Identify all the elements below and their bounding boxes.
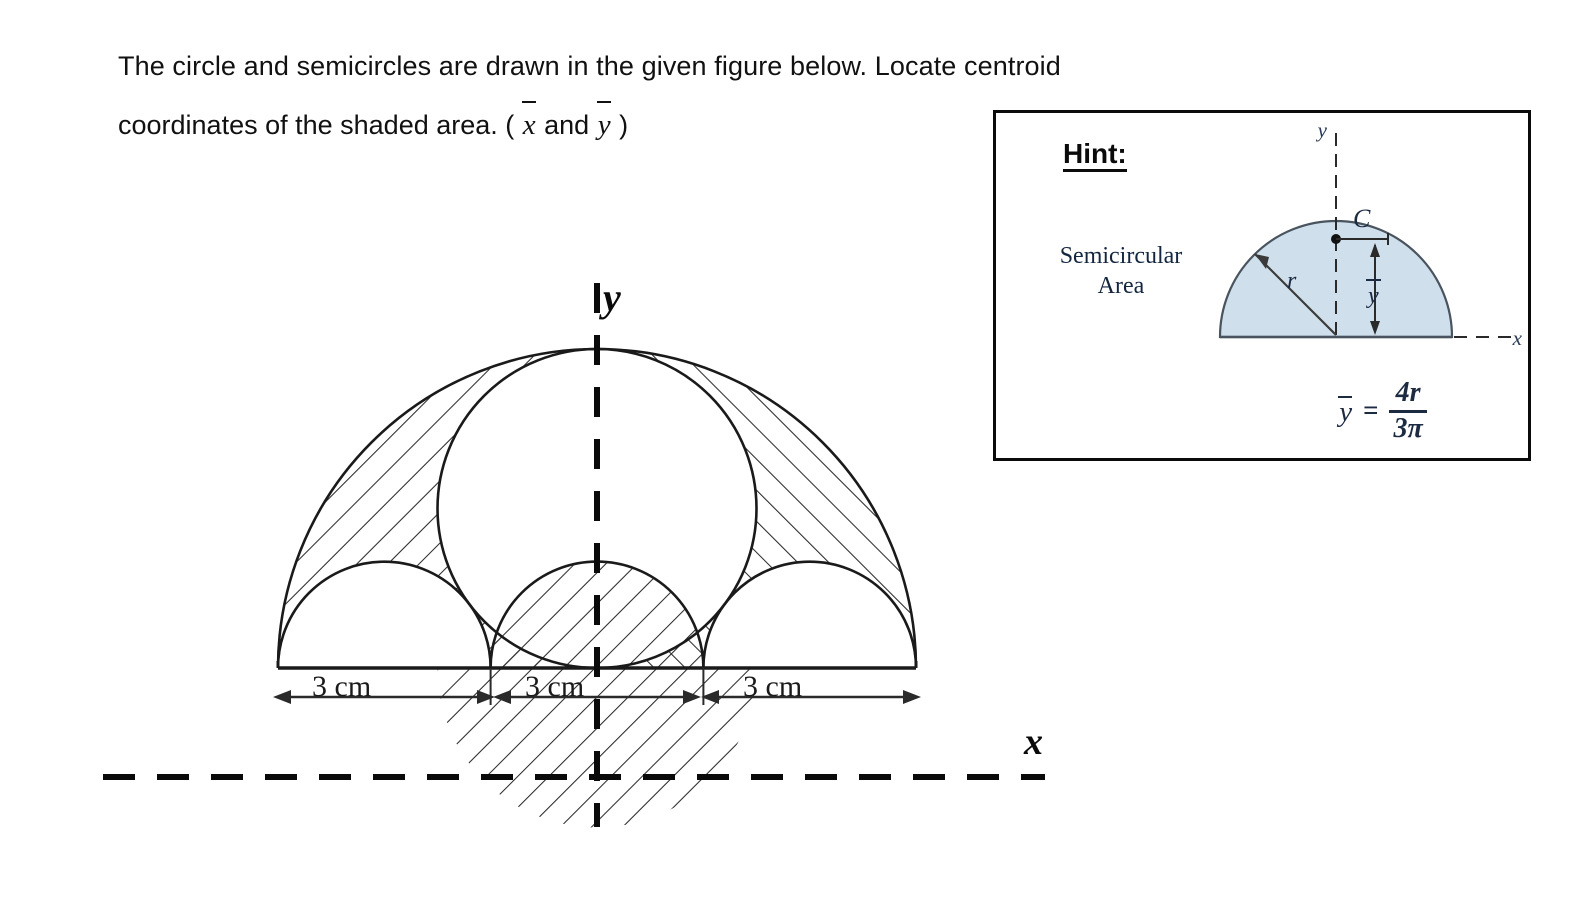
semicircle-shape — [1218, 219, 1454, 339]
formula-fraction: 4r 3π — [1389, 376, 1427, 444]
dimension-label-right: 3 cm — [743, 670, 803, 703]
shaded-area-diagram — [103, 283, 1045, 828]
problem-line2-suffix: ) — [611, 110, 629, 140]
small-semicircle-left — [276, 560, 492, 669]
small-semicircle-right — [702, 560, 918, 669]
problem-line2-mid: and — [536, 110, 597, 140]
semicircular-area-label-line2: Area — [1097, 273, 1145, 299]
hint-ybar-label: y — [1366, 283, 1379, 309]
dimension-line-right — [701, 690, 921, 704]
hatch-fill-lower — [437, 561, 757, 828]
shaded-region-lower — [437, 561, 757, 828]
dimension-label-middle: 3 cm — [525, 670, 585, 703]
formula-lhs: y — [1338, 396, 1353, 428]
centroid-label: C — [1353, 204, 1371, 233]
problem-statement-line-1: The circle and semicircles are drawn in … — [118, 51, 1061, 81]
formula-numerator: 4r — [1395, 376, 1421, 408]
y-bar-symbol: y — [596, 99, 612, 152]
formula-denominator: 3π — [1393, 412, 1423, 444]
radius-line — [1254, 253, 1337, 336]
dimension-label-left: 3 cm — [312, 670, 372, 703]
ybar-arrow-down — [1370, 321, 1380, 335]
formula-fraction-bar — [1389, 409, 1427, 413]
semicircular-area-diagram: y x C r y — [1218, 121, 1523, 350]
problem-statement-line-2: coordinates of the shaded area. ( x and … — [118, 99, 628, 152]
ybar-arrow-up — [1370, 243, 1380, 257]
semicircular-area-label: Semicircular Area — [1016, 241, 1226, 301]
formula-equals: = — [1363, 394, 1379, 425]
figure-x-axis-label: x — [1024, 721, 1043, 763]
radius-label: r — [1287, 268, 1297, 294]
x-bar-symbol: x — [521, 99, 537, 152]
problem-line2-prefix: coordinates of the shaded area. ( — [118, 110, 522, 140]
centroid-formula: y = 4r 3π — [1258, 371, 1508, 451]
semicircular-area-label-line1: Semicircular — [1059, 243, 1183, 269]
radius-arrowhead — [1255, 254, 1269, 269]
dimension-line-middle — [493, 690, 701, 704]
main-figure: y x 3 cm 3 cm 3 cm — [95, 265, 1105, 865]
figure-y-axis-label: y — [603, 275, 621, 320]
hint-box: Hint: Semicircular Area — [993, 110, 1531, 461]
dimension-line-left — [273, 690, 495, 704]
hint-x-axis-label: x — [1512, 326, 1523, 350]
hint-y-axis-label: y — [1316, 121, 1328, 142]
hint-title: Hint: — [1063, 139, 1127, 173]
